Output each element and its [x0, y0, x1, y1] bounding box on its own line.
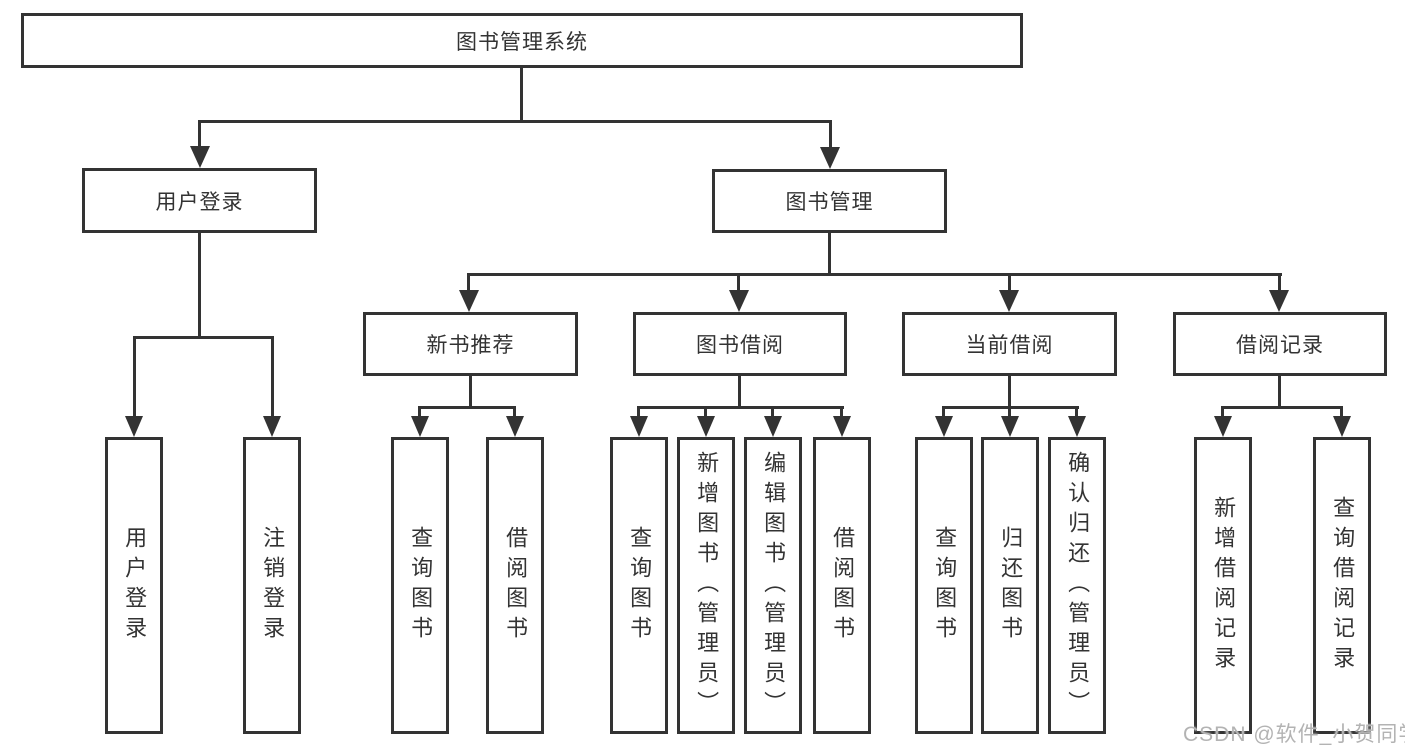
connector-line: [513, 406, 516, 418]
connector-line: [943, 406, 1079, 409]
node-label: 用户登录: [155, 190, 244, 214]
connector-line: [1008, 273, 1011, 292]
node-user-login: 用户登录: [82, 168, 317, 233]
node-label: 归还图书: [998, 525, 1024, 646]
arrowhead-icon: [190, 146, 210, 168]
connector-line: [704, 406, 707, 418]
leaf-confirm-return-admin: 确认归还（管理员）: [1048, 437, 1106, 734]
arrowhead-icon: [411, 416, 429, 437]
node-label: 图书管理系统: [456, 30, 588, 54]
arrowhead-icon: [263, 416, 281, 437]
leaf-add-book-admin: 新增图书（管理员）: [677, 437, 735, 734]
connector-line: [738, 376, 741, 409]
arrowhead-icon: [1214, 416, 1232, 437]
arrowhead-icon: [1333, 416, 1351, 437]
leaf-return-book: 归还图书: [981, 437, 1039, 734]
arrowhead-icon: [833, 416, 851, 437]
leaf-borrow-books-recommend: 借阅图书: [486, 437, 544, 734]
arrowhead-icon: [820, 147, 840, 169]
node-root-book-management-system: 图书管理系统: [21, 13, 1023, 68]
connector-line: [467, 273, 1282, 276]
node-book-borrow: 图书借阅: [633, 312, 847, 376]
node-label: 新书推荐: [426, 334, 515, 357]
connector-line: [198, 120, 201, 148]
node-label: 注销登录: [260, 525, 286, 646]
connector-line: [1221, 406, 1224, 418]
connector-line: [469, 376, 472, 409]
connector-line: [467, 273, 470, 292]
connector-line: [942, 406, 945, 418]
connector-line: [1278, 376, 1281, 409]
leaf-logout: 注销登录: [243, 437, 301, 734]
node-book-management: 图书管理: [712, 169, 947, 233]
csdn-watermark: CSDN @软件_小贺同学: [1183, 723, 1405, 746]
connector-line: [637, 406, 640, 418]
connector-line: [840, 406, 843, 418]
node-label: 查询图书: [627, 525, 653, 646]
connector-line: [271, 336, 274, 418]
node-label: 当前借阅: [965, 334, 1054, 357]
node-label: 借阅图书: [503, 525, 529, 646]
node-borrow-record: 借阅记录: [1173, 312, 1387, 376]
connector-line: [418, 406, 421, 418]
node-label: 借阅图书: [830, 525, 856, 646]
node-label: 查询图书: [932, 525, 958, 646]
connector-line: [771, 406, 774, 418]
arrowhead-icon: [764, 416, 782, 437]
node-label: 图书管理: [785, 191, 874, 214]
node-label: 用户登录: [122, 525, 148, 646]
connector-line: [198, 120, 832, 123]
arrowhead-icon: [630, 416, 648, 437]
arrowhead-icon: [1001, 416, 1019, 437]
node-label: 查询图书: [408, 525, 434, 646]
connector-line: [1222, 406, 1343, 409]
arrowhead-icon: [1269, 290, 1289, 312]
arrowhead-icon: [935, 416, 953, 437]
node-label: 借阅记录: [1236, 334, 1324, 357]
connector-line: [737, 273, 740, 292]
arrowhead-icon: [1068, 416, 1086, 437]
connector-line: [1340, 406, 1343, 418]
arrowhead-icon: [459, 290, 479, 312]
connector-line: [198, 233, 201, 338]
arrowhead-icon: [125, 416, 143, 437]
node-current-borrow: 当前借阅: [902, 312, 1117, 376]
connector-line: [638, 406, 844, 409]
arrowhead-icon: [697, 416, 715, 437]
connector-line: [418, 406, 516, 409]
connector-line: [133, 336, 274, 339]
connector-line: [1008, 376, 1011, 409]
connector-line: [1075, 406, 1078, 418]
connector-line: [1278, 273, 1281, 292]
node-new-book-recommend: 新书推荐: [363, 312, 578, 376]
leaf-add-borrow-record: 新增借阅记录: [1194, 437, 1252, 734]
leaf-query-books-current: 查询图书: [915, 437, 973, 734]
node-label: 新增借阅记录: [1211, 495, 1237, 676]
connector-line: [1008, 406, 1011, 418]
leaf-edit-book-admin: 编辑图书（管理员）: [744, 437, 802, 734]
arrowhead-icon: [506, 416, 524, 437]
connector-line: [829, 120, 832, 148]
node-label: 新增图书（管理员）: [694, 450, 720, 721]
arrowhead-icon: [999, 290, 1019, 312]
leaf-query-borrow-record: 查询借阅记录: [1313, 437, 1371, 734]
node-label: 查询借阅记录: [1330, 495, 1356, 676]
connector-line: [520, 68, 523, 122]
leaf-user-login: 用户登录: [105, 437, 163, 734]
node-label: 图书借阅: [696, 334, 784, 357]
node-label: 确认归还（管理员）: [1065, 450, 1091, 721]
leaf-query-books-borrow: 查询图书: [610, 437, 668, 734]
connector-line: [828, 233, 831, 275]
connector-line: [133, 336, 136, 418]
node-label: 编辑图书（管理员）: [761, 450, 787, 721]
leaf-borrow-books-borrow: 借阅图书: [813, 437, 871, 734]
arrowhead-icon: [729, 290, 749, 312]
leaf-query-books-recommend: 查询图书: [391, 437, 449, 734]
